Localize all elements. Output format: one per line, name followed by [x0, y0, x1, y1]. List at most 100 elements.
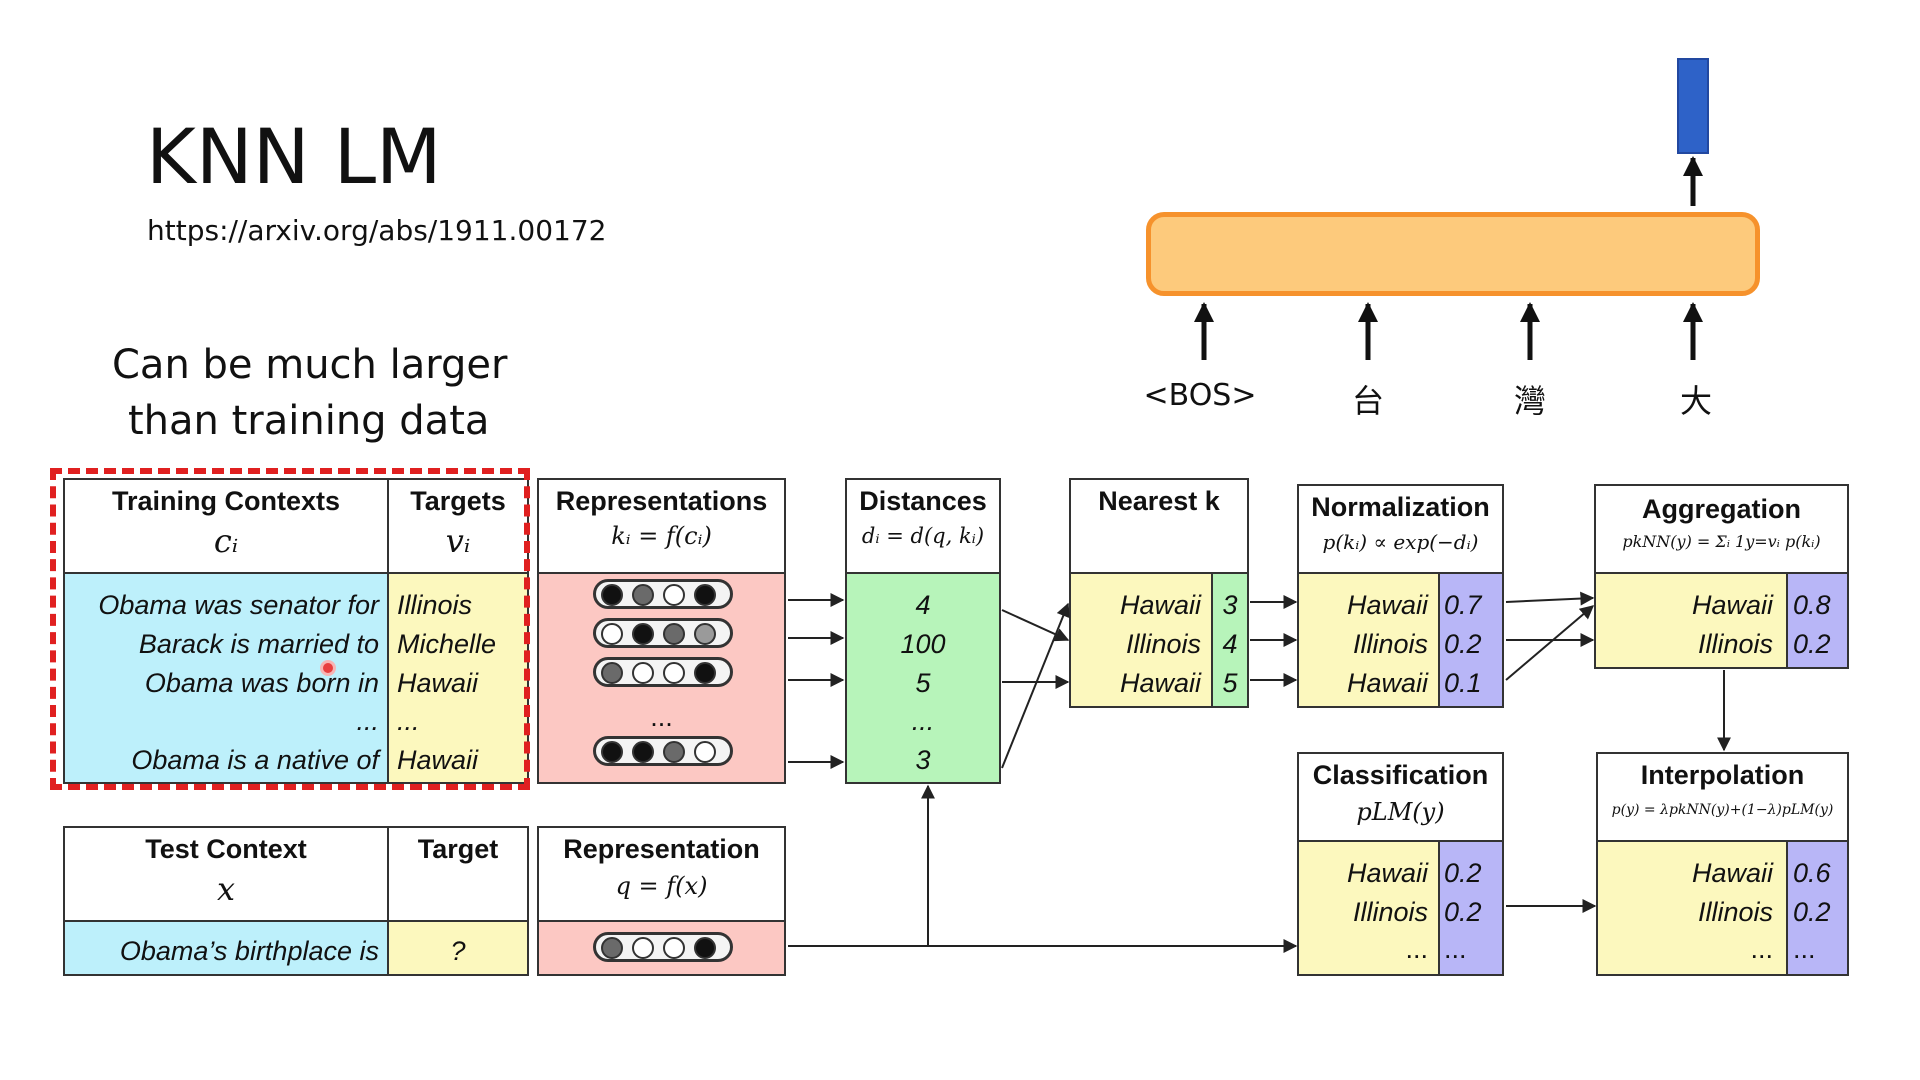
- representation-vector-2: [593, 618, 733, 648]
- nearest-word-1: Hawaii: [1119, 590, 1201, 620]
- vector-cell: [694, 937, 716, 959]
- classification-word-2: Illinois: [1352, 897, 1428, 927]
- test-target-text: ?: [450, 936, 466, 966]
- distance-2: 100: [900, 629, 946, 659]
- training-context-4: ...: [356, 706, 379, 736]
- interpolation-word-2: Illinois: [1697, 897, 1773, 927]
- arrow-dist-near-1: [1001, 609, 1070, 642]
- note-line-1: Can be much larger: [112, 342, 508, 388]
- vector-cell: [601, 623, 623, 645]
- arrow-dist-near-3: [1001, 602, 1070, 769]
- training-target-3: Hawaii: [397, 668, 479, 698]
- interpolation-word-3: ...: [1750, 934, 1773, 964]
- vector-cell: [632, 662, 654, 684]
- normalization-word-3: Hawaii: [1346, 668, 1428, 698]
- interpolation-value-2: 0.2: [1793, 897, 1831, 927]
- nearest-word-2: Illinois: [1125, 629, 1201, 659]
- interpolation-word-1: Hawaii: [1691, 858, 1773, 888]
- distances-formula: dᵢ = d(q, kᵢ): [861, 524, 985, 548]
- test-representation-formula: q = f(x): [615, 872, 708, 900]
- vector-cell: [663, 662, 685, 684]
- aggregation-value-2: 0.2: [1793, 629, 1831, 659]
- distance-4: ...: [911, 706, 935, 736]
- distances-body: [847, 572, 999, 782]
- nearest-k-table: Nearest k Hawaii Illinois Hawaii 3 4 5: [1069, 478, 1249, 708]
- arrow-norm-agg-3: [1505, 605, 1595, 681]
- representation-ellipsis: ...: [650, 702, 673, 732]
- aggregation-table: Aggregation pkNN(y) = Σᵢ 1y=vᵢ p(kᵢ) Haw…: [1594, 484, 1849, 669]
- nearest-word-3: Hawaii: [1119, 668, 1201, 698]
- training-contexts-body: [65, 572, 389, 782]
- aggregation-title: Aggregation: [1642, 494, 1801, 524]
- training-context-1: Obama was senator for: [98, 590, 379, 620]
- aggregation-word-1: Hawaii: [1691, 590, 1773, 620]
- training-contexts-formula: cᵢ: [213, 522, 239, 560]
- representations-title: Representations: [555, 486, 768, 516]
- training-target-1: Illinois: [397, 590, 473, 620]
- output-bar: [1677, 58, 1709, 154]
- query-vector: [593, 932, 733, 962]
- vector-cell: [663, 937, 685, 959]
- vector-cell: [601, 937, 623, 959]
- token-bos: <BOS>: [1143, 378, 1257, 413]
- interpolation-title: Interpolation: [1640, 760, 1805, 790]
- training-context-2: Barack is married to: [138, 629, 379, 659]
- classification-formula: pLM(y): [1356, 798, 1445, 826]
- test-context-title: Test Context: [145, 834, 307, 864]
- test-representation-table: Representation q = f(x): [537, 826, 786, 976]
- vector-cell: [694, 584, 716, 606]
- classification-value-3: ...: [1444, 934, 1467, 964]
- normalization-value-1: 0.7: [1444, 590, 1482, 620]
- test-table: Test Context x Target Obama’s birthplace…: [63, 826, 529, 976]
- training-context-5: Obama is a native of: [131, 745, 379, 775]
- interpolation-value-3: ...: [1793, 934, 1816, 964]
- normalization-formula: p(kᵢ) ∝ exp(−dᵢ): [1322, 530, 1479, 554]
- classification-table: Classification pLM(y) Hawaii Illinois ..…: [1297, 752, 1504, 976]
- paper-link[interactable]: https://arxiv.org/abs/1911.00172: [147, 214, 607, 247]
- vector-cell: [694, 662, 716, 684]
- interpolation-value-1: 0.6: [1793, 858, 1831, 888]
- classification-word-1: Hawaii: [1346, 858, 1428, 888]
- vector-cell: [694, 623, 716, 645]
- classification-value-2: 0.2: [1444, 897, 1482, 927]
- training-table: Training Contexts cᵢ Targets vᵢ Obama wa…: [63, 478, 529, 784]
- vector-cell: [601, 584, 623, 606]
- training-selection-highlight: [50, 468, 530, 790]
- training-target-2: Michelle: [397, 629, 497, 659]
- distances-table: Distances dᵢ = d(q, kᵢ) 4 100 5 ... 3: [845, 478, 1001, 784]
- training-target-4: ...: [397, 706, 420, 736]
- training-context-3: Obama was born in: [144, 668, 379, 698]
- representations-formula: kᵢ = f(cᵢ): [611, 522, 712, 550]
- arrow-norm-agg-1: [1505, 591, 1595, 606]
- distance-3: 5: [915, 668, 931, 698]
- vector-cell: [632, 584, 654, 606]
- vector-cell: [601, 662, 623, 684]
- nearest-value-1: 3: [1222, 590, 1238, 620]
- training-contexts-title: Training Contexts: [111, 486, 341, 516]
- normalization-value-2: 0.2: [1444, 629, 1482, 659]
- aggregation-value-1: 0.8: [1793, 590, 1831, 620]
- nearest-k-title: Nearest k: [1098, 486, 1220, 516]
- representations-table: Representations kᵢ = f(cᵢ) ...: [537, 478, 786, 784]
- normalization-title: Normalization: [1311, 492, 1490, 522]
- interpolation-table: Interpolation p(y) = λpkNN(y)+(1−λ)pLM(y…: [1596, 752, 1849, 976]
- slide-title: KNN LM: [146, 112, 442, 201]
- vector-cell: [694, 741, 716, 763]
- language-model-block: [1146, 212, 1760, 296]
- token-3: 灣: [1513, 382, 1546, 420]
- representation-vector-1: [593, 579, 733, 609]
- normalization-value-3: 0.1: [1444, 668, 1482, 698]
- distance-1: 4: [915, 590, 931, 620]
- vector-cell: [632, 937, 654, 959]
- normalization-word-1: Hawaii: [1346, 590, 1428, 620]
- vector-cell: [601, 741, 623, 763]
- representation-vector-4: [593, 736, 733, 766]
- test-context-text: Obama’s birthplace is: [119, 936, 379, 966]
- test-context-formula: x: [216, 870, 236, 908]
- test-target-title: Target: [417, 834, 499, 864]
- token-4: 大: [1679, 382, 1712, 420]
- nearest-value-2: 4: [1222, 629, 1238, 659]
- nearest-value-3: 5: [1222, 668, 1238, 698]
